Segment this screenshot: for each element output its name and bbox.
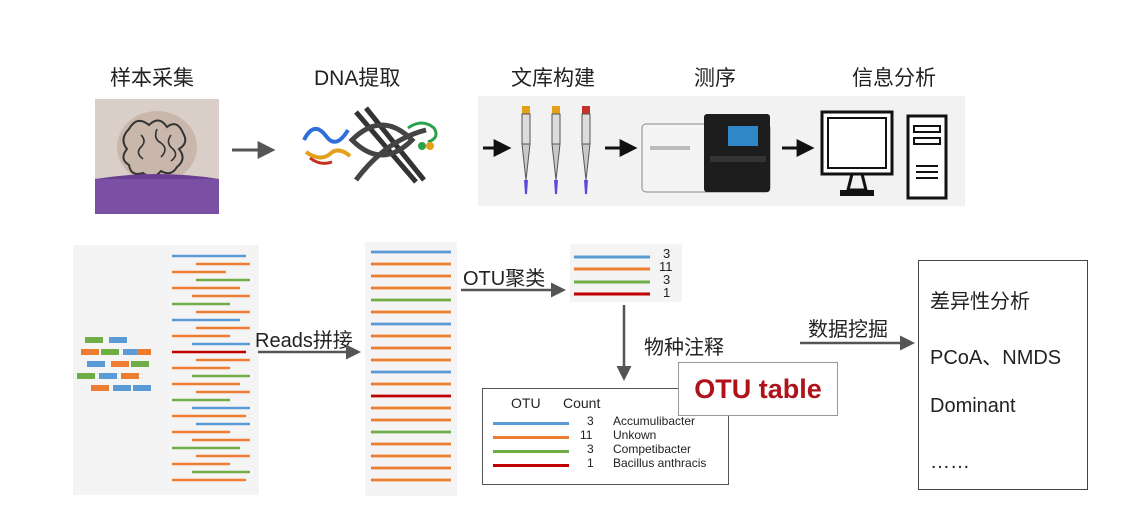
raw-reads-panel <box>73 245 259 495</box>
cluster-count: 11 <box>659 259 673 274</box>
read-stack-lines <box>172 254 250 482</box>
label-otu-clustering: OTU聚类 <box>463 268 546 290</box>
otu-table-header-otu: OTU <box>511 395 541 411</box>
otu-row-count: 3 <box>587 442 594 456</box>
otu-row-name: Unkown <box>613 428 657 442</box>
analysis-item-pcoa-nmds: PCoA、NMDS <box>930 347 1062 369</box>
otu-row-count: 1 <box>587 456 594 470</box>
otu-row-line <box>493 464 569 467</box>
otu-row-count: 3 <box>587 414 594 428</box>
otu-row-name: Accumulibacter <box>613 414 696 428</box>
otu-row-count: 11 <box>580 428 593 442</box>
label-species-annotation: 物种注释 <box>644 337 724 359</box>
pipettes-image <box>510 100 605 200</box>
step-label-sampling: 样本采集 <box>110 67 194 90</box>
label-data-mining: 数据挖掘 <box>808 319 888 341</box>
analysis-item-more: …… <box>930 451 970 473</box>
otu-row-name: Bacillus anthracis <box>613 456 707 470</box>
label-reads-assembly: Reads拼接 <box>255 330 353 352</box>
otu-row-line <box>493 422 569 425</box>
sequencer-image <box>640 112 772 196</box>
analysis-item-differential: 差异性分析 <box>930 291 1030 313</box>
otu-row-line <box>493 436 569 439</box>
computer-image <box>818 106 954 204</box>
step-label-library: 文库构建 <box>511 67 595 90</box>
otu-table: OTU Count 3 Accumulibacter 11 Unkown 3 C… <box>482 388 729 485</box>
step-label-dna-extraction: DNA提取 <box>314 67 401 90</box>
cluster-count: 3 <box>663 272 671 287</box>
clusters-panel <box>570 244 682 302</box>
otu-row-name: Competibacter <box>613 442 692 456</box>
step-label-sequencing: 测序 <box>694 67 736 90</box>
contigs-panel <box>365 242 457 496</box>
dna-image <box>296 100 451 200</box>
otu-table-header-count: Count <box>563 395 601 411</box>
step-label-analysis: 信息分析 <box>852 67 936 90</box>
cluster-count: 3 <box>663 246 671 261</box>
analysis-results-box: 差异性分析 PCoA、NMDS Dominant …… <box>918 260 1088 490</box>
sample-image <box>95 99 219 214</box>
otu-row-line <box>493 450 569 453</box>
analysis-item-dominant: Dominant <box>930 395 1016 417</box>
cluster-count: 1 <box>663 285 671 300</box>
otu-table-tag: OTU table <box>678 362 838 416</box>
